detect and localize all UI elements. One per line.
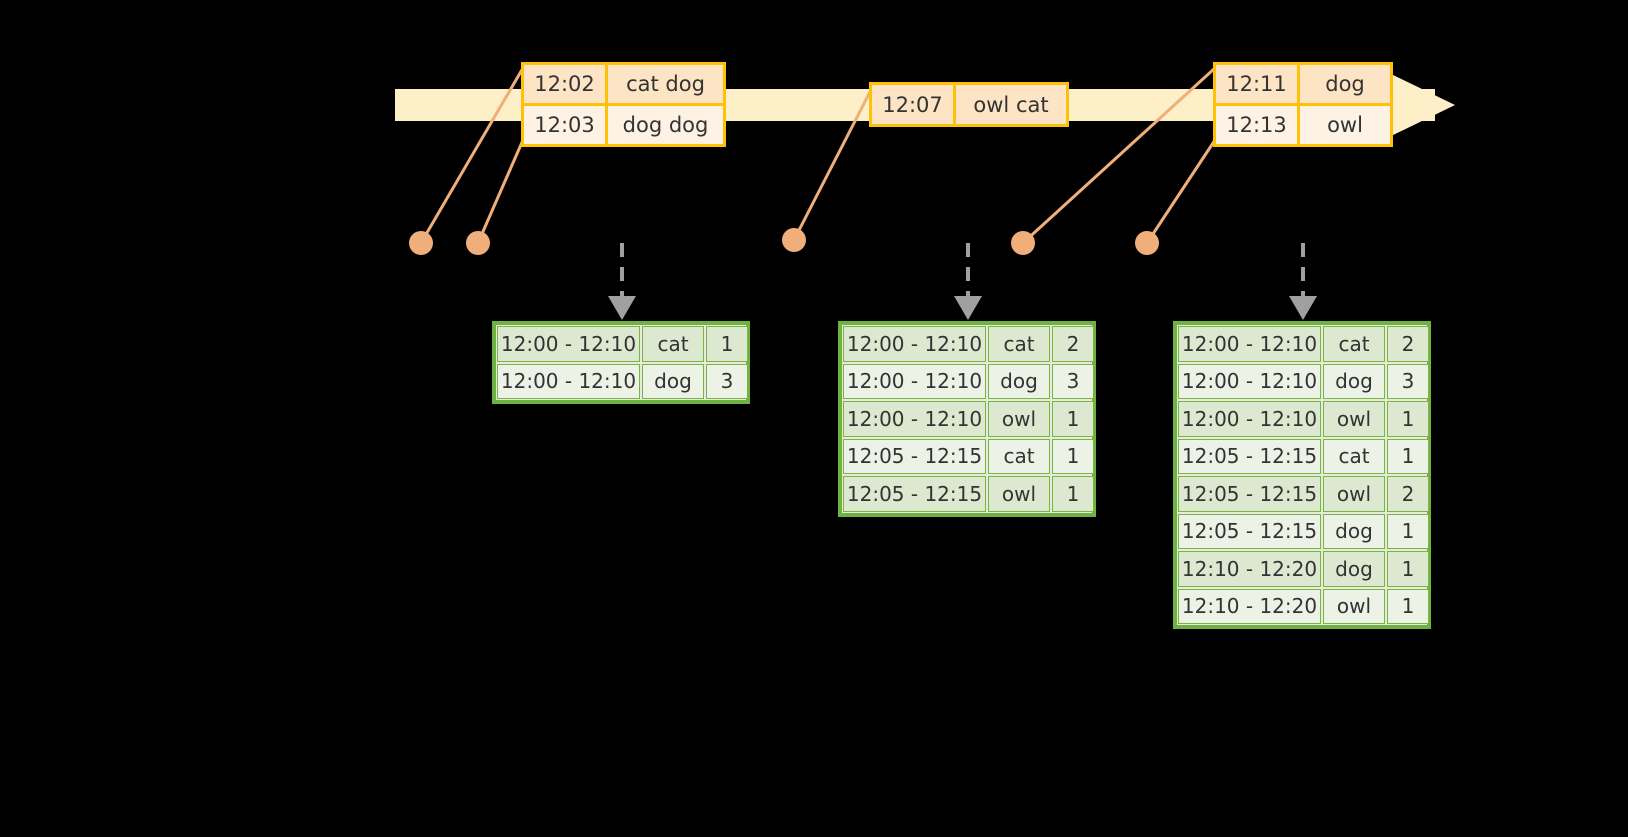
event-dot-4 [1011,231,1035,255]
word: dog [1323,551,1385,587]
connector-line-5 [1145,139,1217,244]
word: owl [988,401,1050,437]
table-row: 12:00 - 12:10 dog 3 [1177,363,1429,401]
window-range: 12:00 - 12:10 [843,363,986,399]
window-range: 12:00 - 12:10 [843,326,986,362]
result-table-2[interactable]: 12:00 - 12:10 cat 2 12:00 - 12:10 dog 3 … [838,321,1096,517]
word: cat [988,326,1050,362]
window-range: 12:05 - 12:15 [1178,438,1321,474]
table-row: 12:00 - 12:10 owl 1 [842,400,1094,438]
count: 2 [1387,476,1429,512]
count: 1 [1052,476,1094,512]
count: 3 [1052,363,1094,399]
count: 1 [1387,401,1429,437]
event-row: 12:02 cat dog [524,65,723,103]
word: cat [988,438,1050,474]
word: cat [1323,326,1385,362]
event-row: 12:03 dog dog [524,103,723,144]
window-range: 12:05 - 12:15 [843,476,986,512]
window-range: 12:10 - 12:20 [1178,551,1321,587]
word: cat [1323,438,1385,474]
count: 1 [1052,401,1094,437]
table-row: 12:05 - 12:15 cat 1 [842,438,1094,476]
window-range: 12:05 - 12:15 [1178,476,1321,512]
event-group-2[interactable]: 12:07 owl cat [869,82,1069,127]
table-row: 12:05 - 12:15 dog 1 [1177,513,1429,551]
result-table-1[interactable]: 12:00 - 12:10 cat 1 12:00 - 12:10 dog 3 [492,321,750,404]
event-time: 12:11 [1216,65,1300,103]
window-range: 12:05 - 12:15 [1178,513,1321,549]
word: owl [1323,476,1385,512]
event-row: 12:11 dog [1216,65,1390,103]
event-words: owl [1300,106,1390,144]
event-words: dog dog [608,106,723,144]
word: owl [1323,401,1385,437]
event-dot-5 [1135,231,1159,255]
table-row: 12:00 - 12:10 cat 2 [1177,325,1429,363]
count: 3 [1387,363,1429,399]
event-time: 12:07 [872,85,956,124]
event-group-1[interactable]: 12:02 cat dog 12:03 dog dog [521,62,726,147]
connector-line-2 [476,139,525,244]
table-row: 12:10 - 12:20 dog 1 [1177,550,1429,588]
table-row: 12:00 - 12:10 dog 3 [496,363,748,401]
window-range: 12:10 - 12:20 [1178,588,1321,624]
count: 1 [1387,438,1429,474]
word: dog [988,363,1050,399]
window-range: 12:00 - 12:10 [497,326,640,362]
event-dot-2 [466,231,490,255]
event-dot-1 [409,231,433,255]
count: 2 [1052,326,1094,362]
table-row: 12:05 - 12:15 owl 1 [842,475,1094,513]
count: 1 [706,326,748,362]
word: cat [642,326,704,362]
table-row: 12:00 - 12:10 dog 3 [842,363,1094,401]
count: 2 [1387,326,1429,362]
connector-line-3 [792,87,874,241]
event-words: cat dog [608,65,723,103]
count: 3 [706,363,748,399]
table-row: 12:00 - 12:10 cat 1 [496,325,748,363]
event-words: dog [1300,65,1390,103]
event-row: 12:07 owl cat [872,85,1066,124]
table-row: 12:05 - 12:15 cat 1 [1177,438,1429,476]
dashed-arrow-heads [608,296,1317,320]
event-time: 12:13 [1216,106,1300,144]
arrow-head-3 [1289,296,1317,320]
word: dog [1323,513,1385,549]
table-row: 12:05 - 12:15 owl 2 [1177,475,1429,513]
arrow-head-2 [954,296,982,320]
window-range: 12:00 - 12:10 [1178,401,1321,437]
window-range: 12:00 - 12:10 [843,401,986,437]
table-row: 12:00 - 12:10 cat 2 [842,325,1094,363]
arrow-head-1 [608,296,636,320]
event-group-3[interactable]: 12:11 dog 12:13 owl [1213,62,1393,147]
event-words: owl cat [956,85,1066,124]
count: 1 [1387,588,1429,624]
event-time: 12:03 [524,106,608,144]
window-range: 12:00 - 12:10 [1178,363,1321,399]
connector-line-1 [419,67,525,244]
word: owl [1323,588,1385,624]
table-row: 12:10 - 12:20 owl 1 [1177,588,1429,626]
window-range: 12:05 - 12:15 [843,438,986,474]
count: 1 [1387,513,1429,549]
result-table-3[interactable]: 12:00 - 12:10 cat 2 12:00 - 12:10 dog 3 … [1173,321,1431,629]
word: owl [988,476,1050,512]
dashed-arrows [620,243,1305,300]
word: dog [642,363,704,399]
event-row: 12:13 owl [1216,103,1390,144]
table-row: 12:00 - 12:10 owl 1 [1177,400,1429,438]
word: dog [1323,363,1385,399]
count: 1 [1052,438,1094,474]
window-range: 12:00 - 12:10 [1178,326,1321,362]
event-time: 12:02 [524,65,608,103]
window-range: 12:00 - 12:10 [497,363,640,399]
event-dot-3 [782,228,806,252]
count: 1 [1387,551,1429,587]
